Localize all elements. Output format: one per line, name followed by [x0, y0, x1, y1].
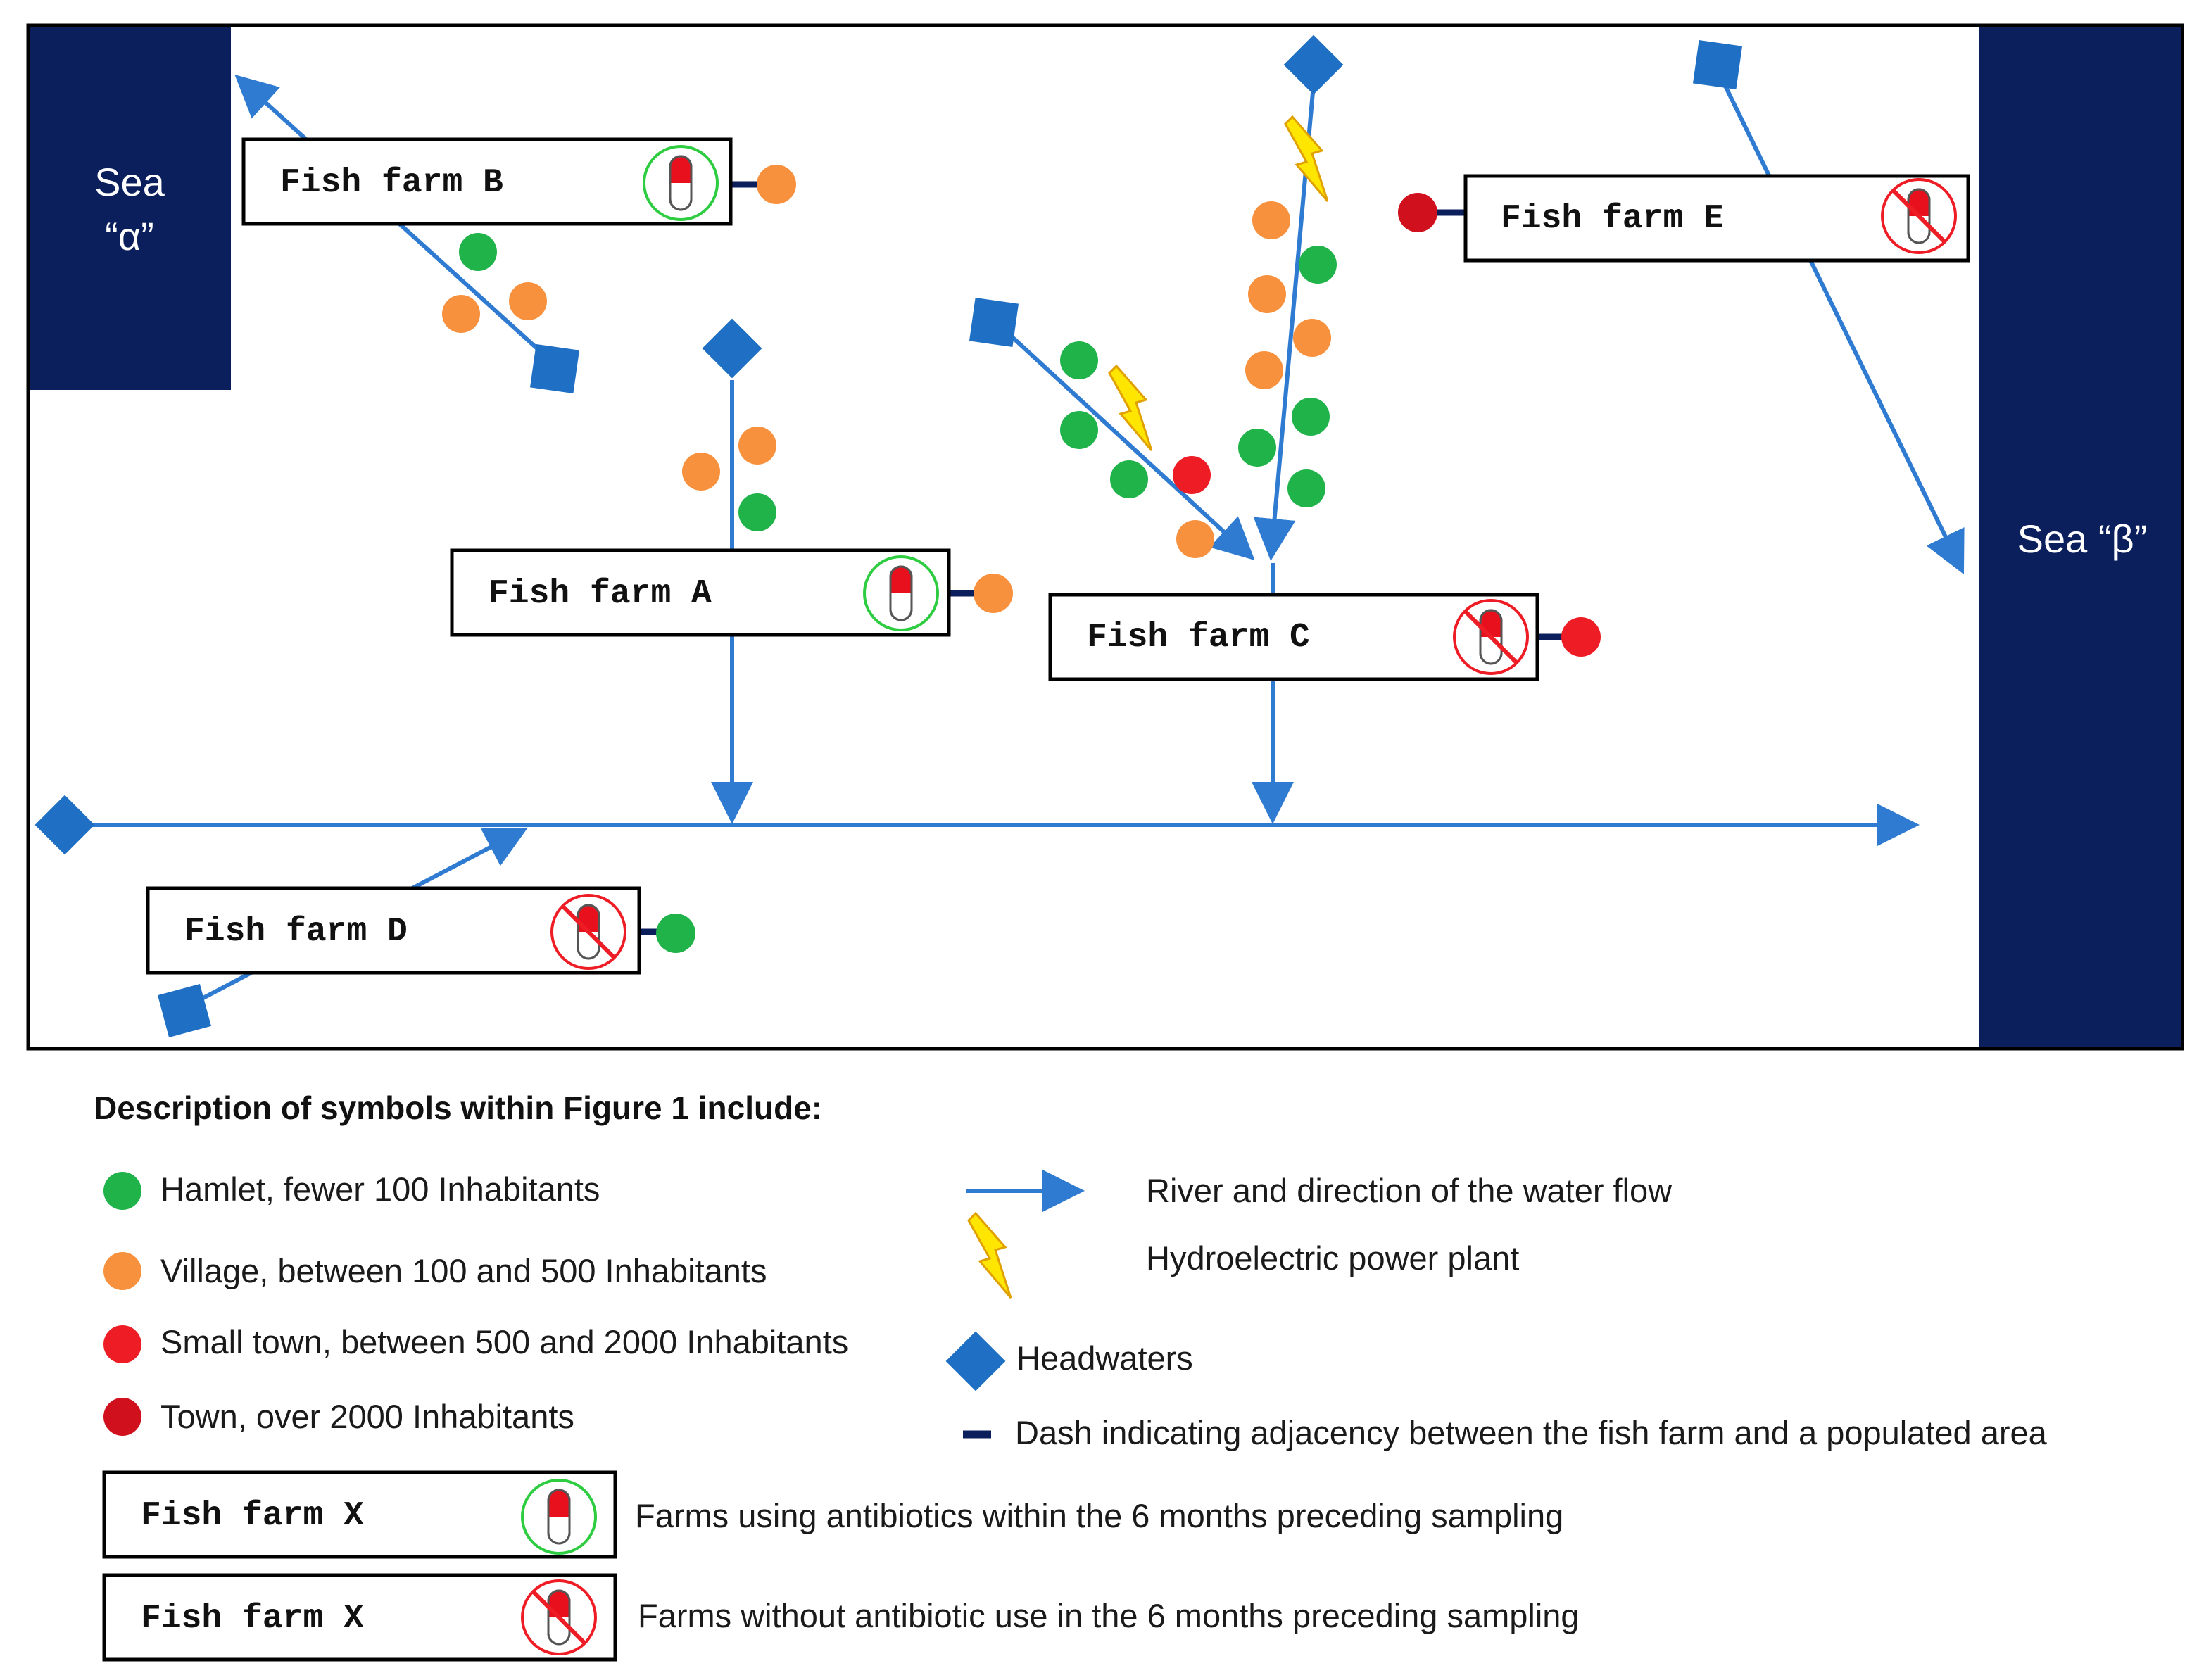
populated-areas	[442, 201, 1337, 558]
hamlet-dot	[1060, 411, 1098, 449]
no-antibiotic-capsule-icon	[1453, 599, 1529, 675]
legend-antibiotic-capsule-icon	[521, 1479, 597, 1555]
village-dot	[682, 453, 720, 491]
headwater-square	[529, 343, 580, 394]
fish-farm-box	[241, 137, 733, 226]
fish-farm-label: Fish farm A	[489, 575, 712, 613]
village-dot	[738, 427, 776, 465]
hamlet-dot	[1299, 246, 1337, 284]
fish-farm-label: Fish farm E	[1501, 200, 1724, 238]
river-c-left-branch	[992, 318, 1255, 561]
hamlet-dot	[1110, 460, 1148, 498]
river-farm-e	[1720, 77, 1965, 575]
no-antibiotic-capsule-icon	[1881, 178, 1957, 254]
village-dot	[509, 282, 547, 320]
legend-river-text: River and direction of the water flow	[1146, 1172, 1673, 1209]
legend-hamlet-dot	[103, 1172, 141, 1210]
antibiotic-capsule-icon	[863, 555, 939, 631]
legend-headwaters-text: Headwaters	[1016, 1339, 1193, 1377]
fish-farm-c: Fish farm C	[1048, 593, 1601, 681]
fish-farm-label: Fish farm B	[280, 164, 503, 202]
legend-hydro-text: Hydroelectric power plant	[1146, 1239, 1519, 1277]
legend-small-town-text: Small town, between 500 and 2000 Inhabit…	[160, 1323, 848, 1360]
fish-farm-a: Fish farm A	[450, 548, 1013, 637]
headwater-square	[1692, 39, 1743, 90]
fish-farm-b: Fish farm B	[241, 137, 796, 226]
village-dot	[1176, 520, 1214, 558]
legend-lightning-bolt-icon	[967, 1212, 1012, 1299]
hamlet-dot	[738, 493, 776, 531]
fish-farm-label: Fish farm D	[184, 913, 408, 951]
sea-beta-label: Sea “β”	[2017, 517, 2148, 561]
legend-farm-label: Fish farm X	[141, 1497, 364, 1535]
legend-farm-box-antibiotics	[102, 1470, 617, 1559]
village-dot	[757, 165, 796, 204]
sea-alpha-label-line2: “α”	[105, 214, 154, 258]
village-dot	[1252, 201, 1290, 239]
hamlet-dot	[1238, 429, 1276, 467]
hamlet-dot	[1060, 341, 1098, 379]
sea-alpha-label-line1: Sea	[94, 160, 165, 204]
legend-title: Description of symbols within Figure 1 i…	[94, 1090, 822, 1126]
legend-with-antibiotics-text: Farms using antibiotics within the 6 mon…	[635, 1497, 1563, 1534]
legend-town-dot	[103, 1398, 141, 1436]
village-dot	[1245, 351, 1283, 389]
sea-alpha	[30, 27, 231, 390]
legend-village-dot	[103, 1252, 141, 1290]
fish-farm-label: Fish farm C	[1087, 619, 1310, 657]
hamlet-dot	[1292, 398, 1330, 436]
headwater-square	[158, 984, 211, 1037]
legend-without-antibiotics-text: Farms without antibiotic use in the 6 mo…	[638, 1597, 1580, 1634]
legend-no-antibiotic-capsule-icon	[521, 1579, 597, 1655]
legend: Description of symbols within Figure 1 i…	[94, 1090, 2048, 1662]
legend-small-town-dot	[103, 1325, 141, 1363]
legend-town-text: Town, over 2000 Inhabitants	[160, 1398, 574, 1435]
hamlet-dot	[656, 914, 695, 953]
fish-farm-d: Fish farm D	[146, 886, 695, 975]
small-town-dot	[1173, 456, 1211, 494]
legend-village-text: Village, between 100 and 500 Inhabitants	[160, 1252, 767, 1289]
fish-farm-box	[1463, 174, 1970, 263]
small-town-dot	[1561, 617, 1601, 657]
antibiotic-capsule-icon	[643, 145, 719, 221]
sea-beta	[1979, 27, 2181, 1047]
no-antibiotic-capsule-icon	[550, 894, 626, 970]
village-dot	[974, 574, 1013, 613]
legend-farm-label: Fish farm X	[141, 1600, 364, 1638]
legend-hamlet-text: Hamlet, fewer 100 Inhabitants	[160, 1170, 600, 1208]
fish-farm-e: Fish farm E	[1398, 174, 1970, 263]
hamlet-dot	[1287, 469, 1325, 507]
legend-dash-text: Dash indicating adjacency between the fi…	[1015, 1414, 2048, 1451]
village-dot	[442, 295, 480, 333]
town-dot	[1398, 193, 1437, 232]
legend-headwater-diamond-icon	[945, 1331, 1006, 1391]
headwater-square	[969, 297, 1019, 348]
village-dot	[1248, 275, 1286, 313]
hamlet-dot	[459, 233, 497, 271]
village-dot	[1293, 319, 1331, 357]
